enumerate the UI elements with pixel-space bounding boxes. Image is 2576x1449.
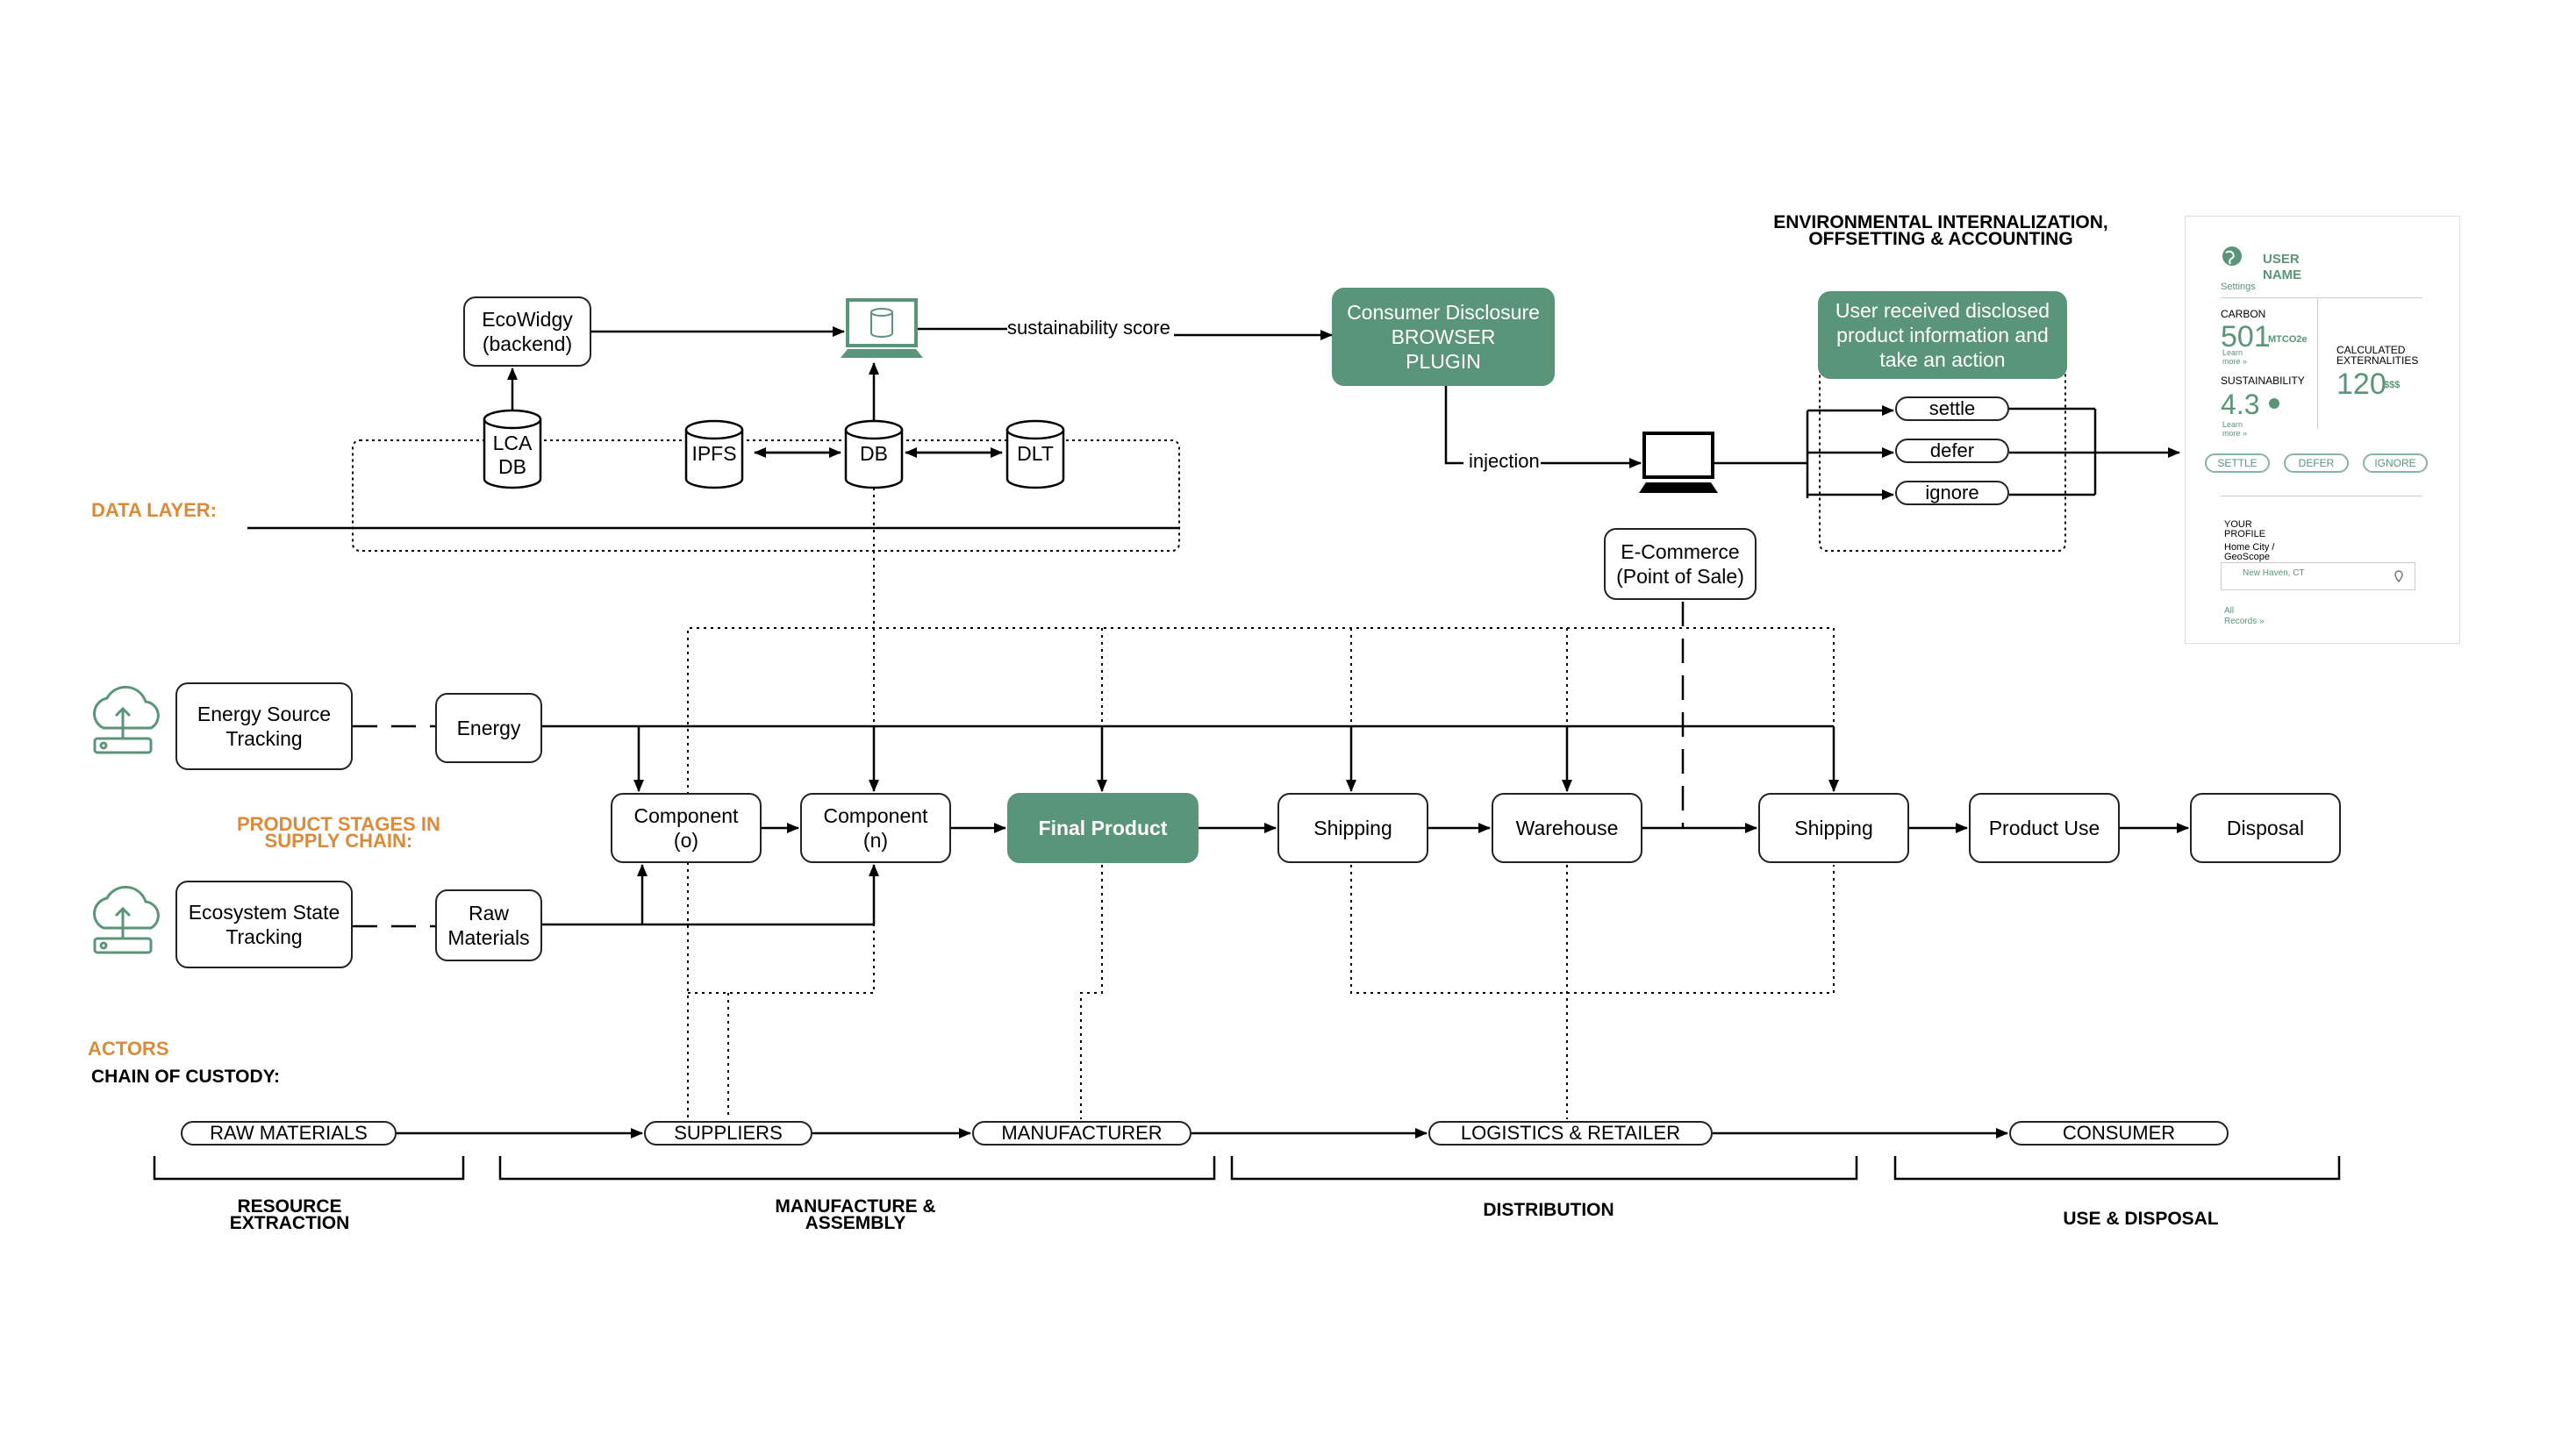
actor-suppliers: SUPPLIERS xyxy=(644,1121,812,1146)
externalities-unit: $$$ xyxy=(2384,380,2401,390)
ignore-option[interactable]: ignore xyxy=(1895,481,2009,505)
injection-label: injection xyxy=(1469,450,1540,472)
ecommerce-node: E-Commerce (Point of Sale) xyxy=(1604,528,1757,600)
externalities-value: 120 xyxy=(2336,368,2386,401)
data-layer-label: DATA LAYER: xyxy=(91,499,217,521)
widget-divider xyxy=(2221,297,2422,298)
profile-label: YOUR PROFILE xyxy=(2224,519,2266,539)
carbon-label: CARBON xyxy=(2221,308,2266,320)
sustainability-label: SUSTAINABILITY xyxy=(2221,375,2305,387)
stage-manufacture-assembly: MANUFACTURE & ASSEMBLY xyxy=(775,1196,936,1233)
component-n-node: Component (n) xyxy=(800,793,951,863)
ecowidgy-widget: USER NAME Settings CARBON 501 MTCO2e Lea… xyxy=(2185,216,2460,644)
home-city-input[interactable]: New Haven, CT xyxy=(2221,562,2415,590)
actor-logistics-retailer: LOGISTICS & RETAILER xyxy=(1428,1121,1713,1146)
raw-materials-node: Raw Materials xyxy=(435,889,542,961)
settle-button[interactable]: SETTLE xyxy=(2205,453,2270,473)
db-cylinders xyxy=(483,409,1065,489)
component-o-node: Component (o) xyxy=(611,793,762,863)
settle-option[interactable]: settle xyxy=(1895,396,2009,421)
ecosystem-state-tracking-node: Ecosystem State Tracking xyxy=(175,881,353,968)
actor-raw-materials: RAW MATERIALS xyxy=(181,1121,397,1146)
widget-user-label: USER xyxy=(2263,252,2300,267)
user-action-node: User received disclosed product informat… xyxy=(1818,291,2067,379)
stage-resource-extraction: RESOURCE EXTRACTION xyxy=(229,1196,350,1233)
cloud-upload-icon xyxy=(93,885,160,954)
chain-of-custody-label: CHAIN OF CUSTODY: xyxy=(91,1067,281,1087)
dlt-db-icon xyxy=(1005,419,1065,489)
ignore-button[interactable]: IGNORE xyxy=(2363,453,2428,473)
globe-icon xyxy=(2269,398,2279,409)
computer-database-icon xyxy=(841,298,923,358)
stage-use-disposal: USE & DISPOSAL xyxy=(2063,1209,2219,1229)
db-icon xyxy=(844,419,904,489)
defer-option[interactable]: defer xyxy=(1895,439,2009,463)
warehouse-node: Warehouse xyxy=(1492,793,1642,863)
sustainability-value: 4.3 xyxy=(2221,389,2260,420)
home-city-value: New Haven, CT xyxy=(2243,568,2305,578)
all-records-link[interactable]: All Records » xyxy=(2224,606,2265,626)
product-use-node: Product Use xyxy=(1969,793,2120,863)
home-city-label: Home City / GeoScope xyxy=(2224,542,2275,562)
ipfs-label: IPFS xyxy=(691,442,737,465)
energy-node: Energy xyxy=(435,693,542,763)
stage-distribution: DISTRIBUTION xyxy=(1483,1200,1614,1220)
cloud-upload-icon xyxy=(93,685,160,754)
location-pin-icon xyxy=(2394,570,2403,582)
ipfs-db-icon xyxy=(684,419,744,489)
final-product-node: Final Product xyxy=(1007,793,1199,863)
sustainability-score-label: sustainability score xyxy=(1007,317,1170,339)
actor-manufacturer: MANUFACTURER xyxy=(972,1121,1191,1146)
ecowidgy-backend-node: EcoWidgy (backend) xyxy=(463,296,591,367)
sustainability-learn-more[interactable]: Learn more » xyxy=(2222,420,2248,438)
consumer-plugin-node: Consumer Disclosure BROWSER PLUGIN xyxy=(1332,288,1555,386)
shipping-node-1: Shipping xyxy=(1277,793,1428,863)
widget-column-divider xyxy=(2317,297,2318,429)
carbon-value: 501 xyxy=(2221,320,2271,353)
carbon-learn-more[interactable]: Learn more » xyxy=(2222,348,2248,366)
widget-settings-link[interactable]: Settings xyxy=(2221,282,2256,292)
dlt-label: DLT xyxy=(1017,442,1054,465)
lca-db-label: LCA DB xyxy=(492,432,533,478)
widget-name-label: NAME xyxy=(2263,268,2302,282)
lca-db-icon xyxy=(483,409,542,489)
externalities-label: CALCULATED EXTERNALITIES xyxy=(2336,344,2419,367)
product-stages-label: PRODUCT STAGES IN SUPPLY CHAIN: xyxy=(237,813,440,852)
db-label: DB xyxy=(860,442,888,465)
carbon-unit: MTCO2e xyxy=(2268,334,2308,345)
defer-button[interactable]: DEFER xyxy=(2284,453,2349,473)
shipping-node-2: Shipping xyxy=(1758,793,1909,863)
actor-consumer: CONSUMER xyxy=(2009,1121,2229,1146)
actors-label: ACTORS xyxy=(88,1038,169,1060)
laptop-icon xyxy=(1639,432,1718,493)
disposal-node: Disposal xyxy=(2190,793,2341,863)
globe-icon xyxy=(2222,246,2242,266)
environmental-heading: ENVIRONMENTAL INTERNALIZATION, OFFSETTIN… xyxy=(1773,212,2108,249)
energy-source-tracking-node: Energy Source Tracking xyxy=(175,682,353,770)
